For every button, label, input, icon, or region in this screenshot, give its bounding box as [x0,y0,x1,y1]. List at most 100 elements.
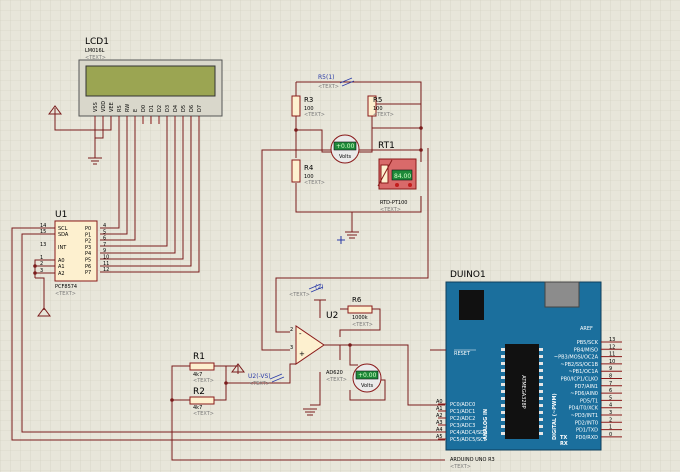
r2-value: 4k7 [193,405,202,411]
u1-pin-p5: P5 [85,258,91,264]
r2-text: <TEXT> [193,411,214,417]
lcd-text-label: <TEXT> [85,55,106,61]
u1-pin-p1: P1 [85,232,91,238]
arduino-pin-num: 6 [609,388,612,394]
arduino-digital-label: PD7/AIN1 [574,384,598,390]
lcd-pin-d5: D5 [181,105,187,112]
lcd-screen [85,65,216,97]
chip-pin [501,355,505,358]
rtd-rt1[interactable]: RT1 84.00 RTD-PT100 <TEXT> [377,141,417,213]
probe-2-label: (2) [315,284,324,291]
u1-pin-num: 11 [103,261,109,267]
aref-label: AREF [580,326,593,332]
opamp-wires [303,343,445,416]
chip-pin [539,397,543,400]
u1-pin-p7: P7 [85,270,91,276]
u1-pin-num: 13 [40,242,46,248]
arduino-pin-num: 9 [609,366,612,372]
arduino-pin-a4: A4 [436,427,443,433]
u1-pin-int: INT [58,245,67,251]
r5-1-probe: R5(1) <TEXT> [318,74,355,90]
arduino-digital-label: PD5/T1 [580,398,598,404]
arduino-digital-label: PB5/SCK [577,340,599,346]
chip-pin [501,376,505,379]
lcd-pin-d4: D4 [173,105,179,112]
tx-label: TX [560,435,567,441]
u1-body [54,220,98,282]
r5-value: 100 [373,106,383,112]
arduino-digital-label: ~PD6/AIN0 [570,391,598,397]
opamp-u2[interactable]: U2 - + 23 AD620 <TEXT> [290,311,347,383]
r3-value: 100 [304,106,314,112]
digital-label: DIGITAL (~PWM) [552,393,558,440]
lcd-pin-e: E [133,109,139,112]
chip-pin [501,425,505,428]
chip-pin [539,432,543,435]
u1-pin-a1: A1 [58,264,65,270]
arduino-digital-label: PB4/MISO [574,347,598,353]
rt1-part: RTD-PT100 [380,200,407,206]
chip-pin [501,383,505,386]
chip-pin [539,348,543,351]
resistor-r4[interactable]: R4 100 <TEXT> [291,159,325,186]
u2-text: <TEXT> [326,377,347,383]
probe-2-text: <TEXT> [289,292,310,298]
arduino-pin-num: 4 [609,403,612,409]
u1-ref: U1 [55,210,67,220]
resistor-r5[interactable]: R5 100 <TEXT> [367,95,394,118]
voltmeter-2-unit: Volts [361,383,373,389]
probe-3-text: <TEXT> [249,381,270,387]
r5-1-text: <TEXT> [318,84,339,90]
r2-ref: R2 [193,387,205,397]
arduino-pin-num: 7 [609,381,612,387]
chip-pin [539,411,543,414]
chip-pin [539,383,543,386]
u1-pin-p4: P4 [85,251,91,257]
arduino-analog-label: PC0/ADC0 [450,402,475,408]
r6-ref: R6 [352,296,362,304]
arduino-analog-label: PC3/ADC3 [450,423,475,429]
chip-label: ATMEGA328P [520,375,526,408]
r6-text: <TEXT> [352,322,373,328]
rt1-text: <TEXT> [380,207,401,213]
u1-pin-num: 12 [103,267,109,273]
u2-plus: + [299,350,305,358]
lcd-pin-d2: D2 [157,105,163,112]
u1-wires [11,227,445,441]
chip-pin [501,390,505,393]
chip-pin [539,425,543,428]
r4-value: 100 [304,174,314,180]
arduino-pin-a3: A3 [436,420,443,426]
arduino-pin-a1: A1 [436,406,443,412]
chip-pin [501,432,505,435]
chip-pin [539,404,543,407]
u1-pin-num: 5 [103,229,106,235]
arduino-analog-label: PC4/ADC4/SDA [450,430,488,436]
u1-pin-p2: P2 [85,239,91,245]
rt1-reading: 84.00 [394,173,411,180]
u1-pin-num: 15 [40,229,46,235]
u1-pin-p3: P3 [85,245,91,251]
arduino-component[interactable]: DUINO1 ATMEGA328P RESET AREF ANALOG IN D… [436,270,622,470]
arduino-pin-num: 0 [609,432,612,438]
voltmeter-2[interactable]: +0.00 Volts [352,363,382,393]
arduino-pin-num: 3 [609,410,612,416]
u1-part: PCF8574 [55,284,77,290]
arduino-digital-label: ~PB2/SS/OC1B [560,362,598,368]
voltmeter-1-reading: +0.00 [336,143,355,150]
r6-wires [339,308,381,337]
svg-text:3: 3 [290,345,293,351]
resistor-r3[interactable]: R3 100 <TEXT> [291,95,325,118]
divider-wires [170,363,445,461]
u1-pin-scl: SCL [58,226,68,232]
u1-pin-num: 1 [40,255,43,261]
svg-text:2: 2 [290,327,293,333]
arduino-pin-num: 13 [609,337,615,343]
r5-text: <TEXT> [373,112,394,118]
voltmeter-1[interactable]: +0.00 Volts [330,134,360,164]
